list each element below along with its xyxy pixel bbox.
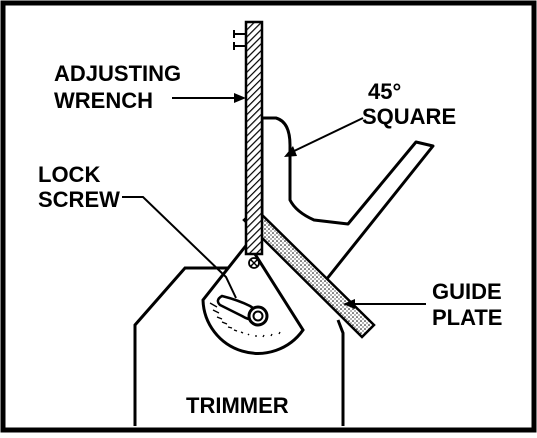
- square-label-line1: 45°: [368, 79, 401, 104]
- guide-plate-label-line2: PLATE: [432, 305, 502, 330]
- leader-guide-plate: [343, 299, 426, 309]
- wrench-teeth: [233, 30, 246, 50]
- square-label-line2: SQUARE: [362, 104, 456, 129]
- protractor-scale: [209, 302, 281, 338]
- lock-screw-label-line2: SCREW: [38, 187, 120, 212]
- adjusting-wrench-label-line2: WRENCH: [54, 88, 153, 113]
- protractor-dial: [201, 240, 305, 355]
- lock-screw: [247, 305, 269, 327]
- trimmer-label: TRIMMER: [186, 393, 289, 418]
- lock-screw-label-line1: LOCK: [38, 162, 100, 187]
- leader-lock-screw: [122, 196, 237, 299]
- leader-adjusting-wrench: [172, 93, 246, 103]
- pivot-screw: [248, 257, 260, 269]
- guide-plate-label-line1: GUIDE: [432, 279, 502, 304]
- adjusting-wrench: [244, 20, 264, 256]
- leader-square: [284, 117, 364, 157]
- adjusting-wrench-label-line1: ADJUSTING: [54, 61, 181, 86]
- square-45: [260, 116, 435, 282]
